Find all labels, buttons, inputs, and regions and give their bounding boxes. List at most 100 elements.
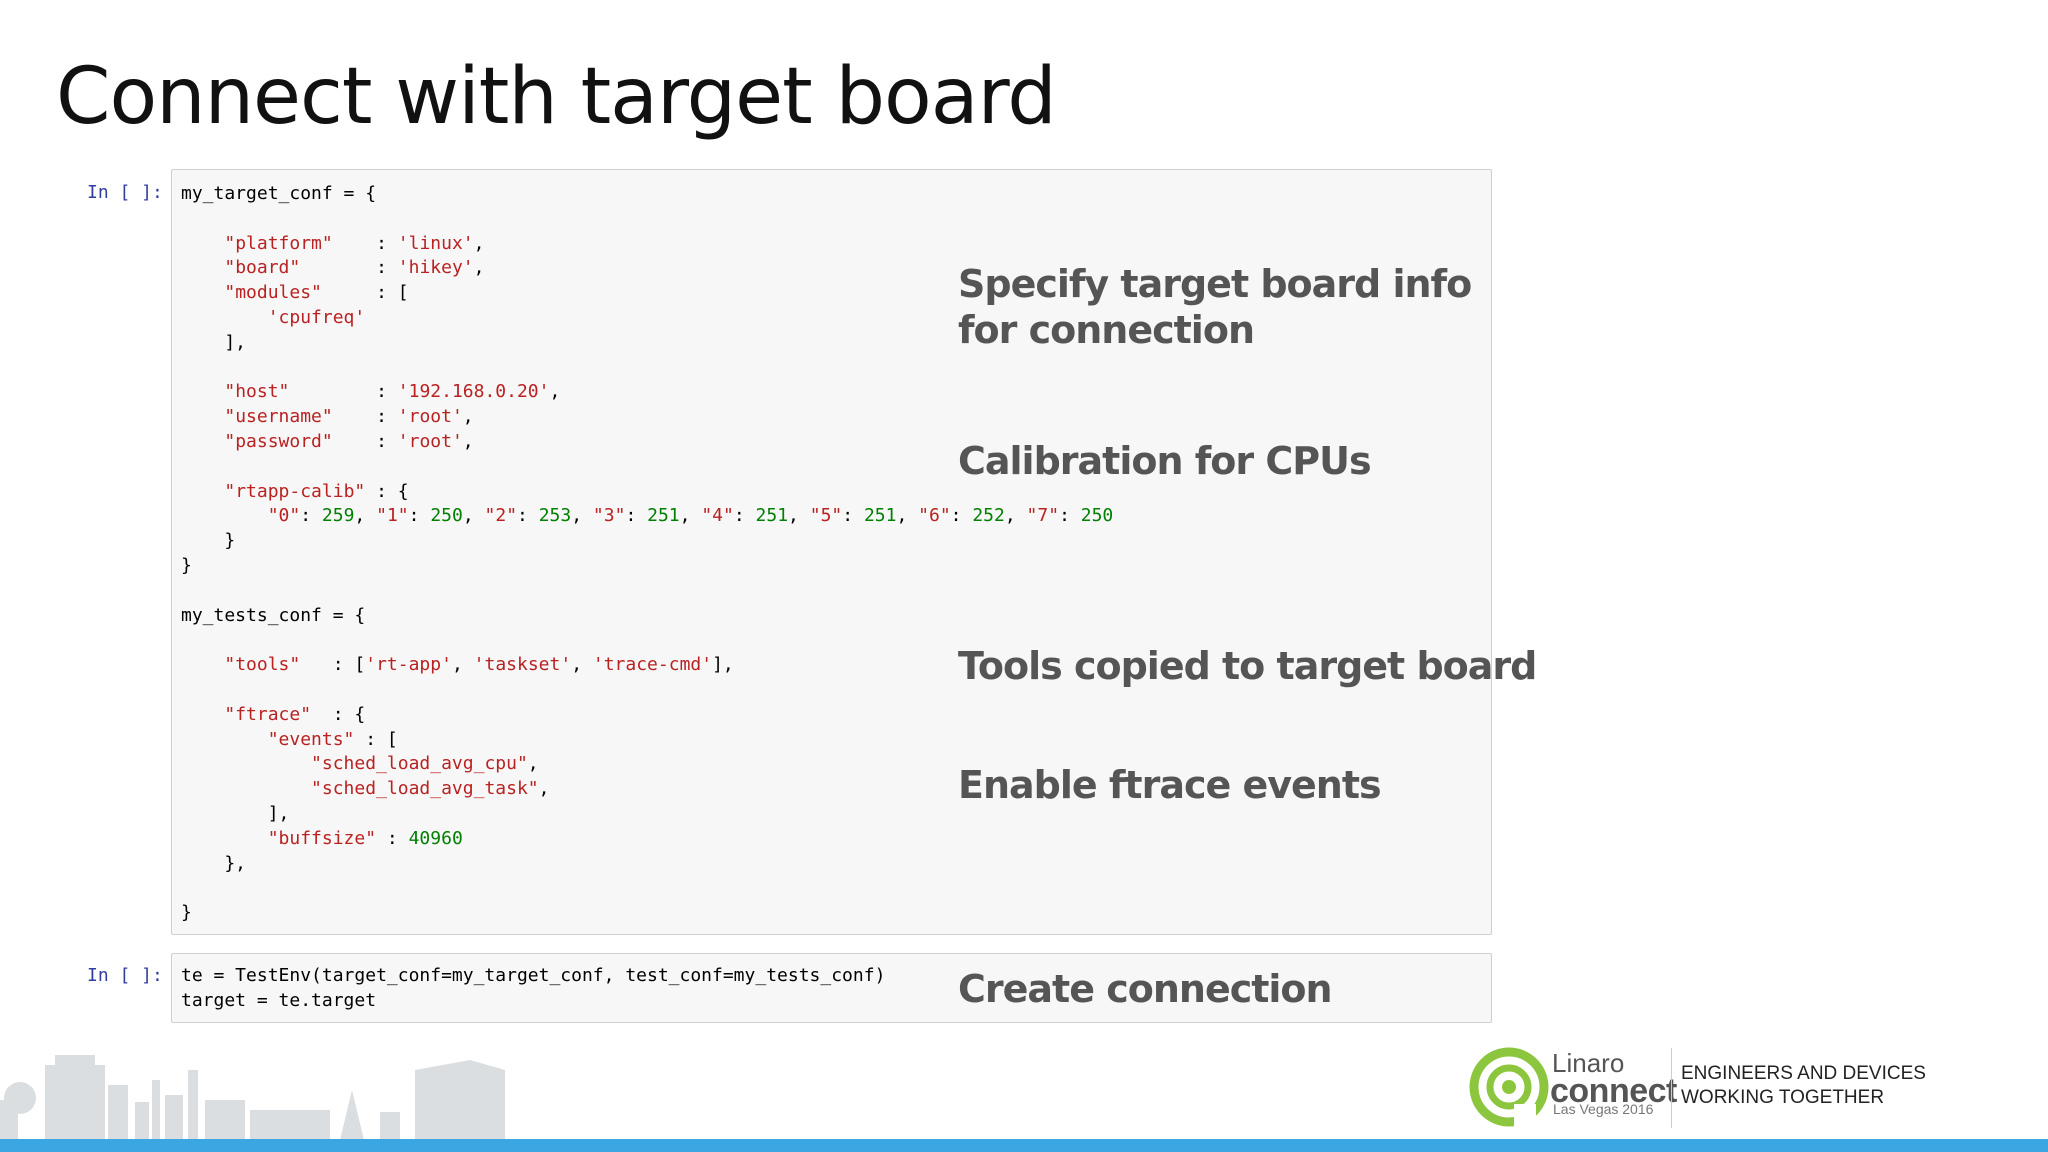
string-token: "platform" (224, 232, 333, 254)
bottom-accent-bar (0, 1139, 2048, 1152)
code-line: "platform" : 'linux', (181, 233, 484, 254)
code-line: my_target_conf = { (181, 183, 376, 204)
code-token: : (950, 505, 973, 527)
code-token: } (181, 902, 192, 924)
code-line: "buffsize" : 40960 (181, 828, 463, 849)
code-token: , (549, 381, 561, 403)
code-token (181, 406, 224, 427)
code-token: : { (311, 703, 366, 725)
code-token: , (473, 257, 485, 279)
code-token: : (376, 827, 409, 849)
code-token: te = TestEnv(target_conf=my_target_conf,… (181, 965, 886, 986)
logo-divider (1671, 1048, 1672, 1128)
code-token: } (181, 530, 236, 552)
string-token: "password" (224, 430, 333, 452)
code-cell-connect-source[interactable]: te = TestEnv(target_conf=my_target_conf,… (181, 964, 885, 1014)
code-line: ], (181, 803, 290, 824)
code-token (181, 505, 268, 526)
string-token: "4" (701, 505, 734, 527)
code-token: , (1004, 505, 1027, 527)
code-token (181, 828, 268, 849)
number-token: 252 (972, 505, 1005, 527)
number-token: 40960 (408, 827, 463, 849)
number-token: 251 (755, 505, 789, 527)
code-line: "modules" : [ (181, 282, 409, 304)
string-token: "6" (918, 505, 951, 527)
string-token: 'hikey' (397, 257, 474, 279)
code-token: , (571, 654, 593, 676)
code-token (181, 381, 224, 402)
code-token: : [ (321, 282, 409, 304)
string-token: "sched_load_avg_cpu" (311, 753, 528, 775)
code-token: , (788, 505, 810, 527)
logo-linaro-text: Linaro (1552, 1048, 1625, 1078)
code-line: 'cpufreq' (181, 306, 366, 328)
string-token: "5" (809, 505, 843, 527)
code-token: : (332, 232, 398, 254)
code-token: : (332, 406, 398, 428)
code-line: "events" : [ (181, 729, 398, 750)
code-cell-config-source[interactable]: my_target_conf = { "platform" : 'linux',… (181, 182, 1113, 926)
annotation-calibration: Calibration for CPUs (958, 439, 1372, 483)
string-token: "events" (267, 728, 355, 750)
code-token: , (679, 505, 702, 527)
linaro-connect-logo: Linaro connect Las Vegas 2016 ENGINEERS … (1462, 1040, 1982, 1140)
code-line: "host" : '192.168.0.20', (181, 381, 560, 402)
annotation-board-info: Specify target board info for connection (958, 262, 1472, 352)
string-token: "board" (224, 257, 301, 279)
code-token: my_target_conf = { (181, 183, 377, 204)
code-token (181, 282, 224, 303)
code-token: : (300, 257, 398, 279)
string-token: "tools" (224, 654, 301, 676)
string-token: "buffsize" (267, 827, 377, 849)
code-cell-config[interactable]: my_target_conf = { "platform" : 'linux',… (171, 169, 1492, 935)
code-token (181, 233, 224, 254)
cell-1-prompt: In [ ]: (87, 182, 163, 203)
code-token: }, (181, 852, 247, 874)
code-token: : (625, 505, 648, 527)
code-line: } (181, 555, 192, 576)
code-token: : { (365, 480, 409, 502)
code-token: , (462, 505, 485, 527)
string-token: "modules" (224, 282, 322, 304)
number-token: 259 (321, 505, 355, 527)
code-token: : (289, 381, 398, 403)
code-token: : (1059, 505, 1081, 527)
code-token: , (354, 505, 377, 527)
code-line: "sched_load_avg_cpu", (181, 753, 539, 774)
las-vegas-skyline-image (0, 1055, 505, 1140)
code-line: target = te.target (181, 990, 376, 1011)
string-token: 'rt-app' (365, 654, 452, 676)
code-token (181, 257, 224, 278)
code-token: , (538, 778, 550, 800)
code-line: "rtapp-calib" : { (181, 480, 409, 502)
code-token: ], (181, 331, 247, 353)
annotation-create-connection: Create connection (958, 967, 1333, 1011)
string-token: 'taskset' (473, 654, 572, 676)
string-token: "ftrace" (224, 703, 312, 725)
code-line: "username" : 'root', (181, 406, 473, 428)
number-token: 251 (647, 505, 680, 527)
code-line: "password" : 'root', (181, 430, 473, 452)
code-token (181, 307, 268, 328)
string-token: '192.168.0.20' (397, 381, 550, 403)
code-token (181, 654, 224, 675)
string-token: "2" (484, 505, 518, 527)
linaro-ring-icon (1469, 1047, 1549, 1127)
slide-title: Connect with target board (56, 52, 1057, 142)
tagline-line-2: WORKING TOGETHER (1681, 1087, 1885, 1108)
code-line: }, (181, 853, 246, 874)
number-token: 253 (538, 505, 572, 527)
code-token (181, 778, 311, 799)
code-line: ], (181, 332, 246, 353)
code-token: , (451, 654, 474, 676)
code-cell-connect[interactable]: te = TestEnv(target_conf=my_target_conf,… (171, 953, 1492, 1023)
number-token: 251 (863, 505, 897, 527)
code-token (181, 431, 224, 452)
string-token: "7" (1026, 505, 1060, 527)
code-token: : (300, 505, 322, 527)
code-token: : (733, 505, 756, 527)
code-line: } (181, 902, 192, 923)
string-token: 'cpufreq' (267, 306, 366, 328)
string-token: 'linux' (397, 232, 474, 254)
